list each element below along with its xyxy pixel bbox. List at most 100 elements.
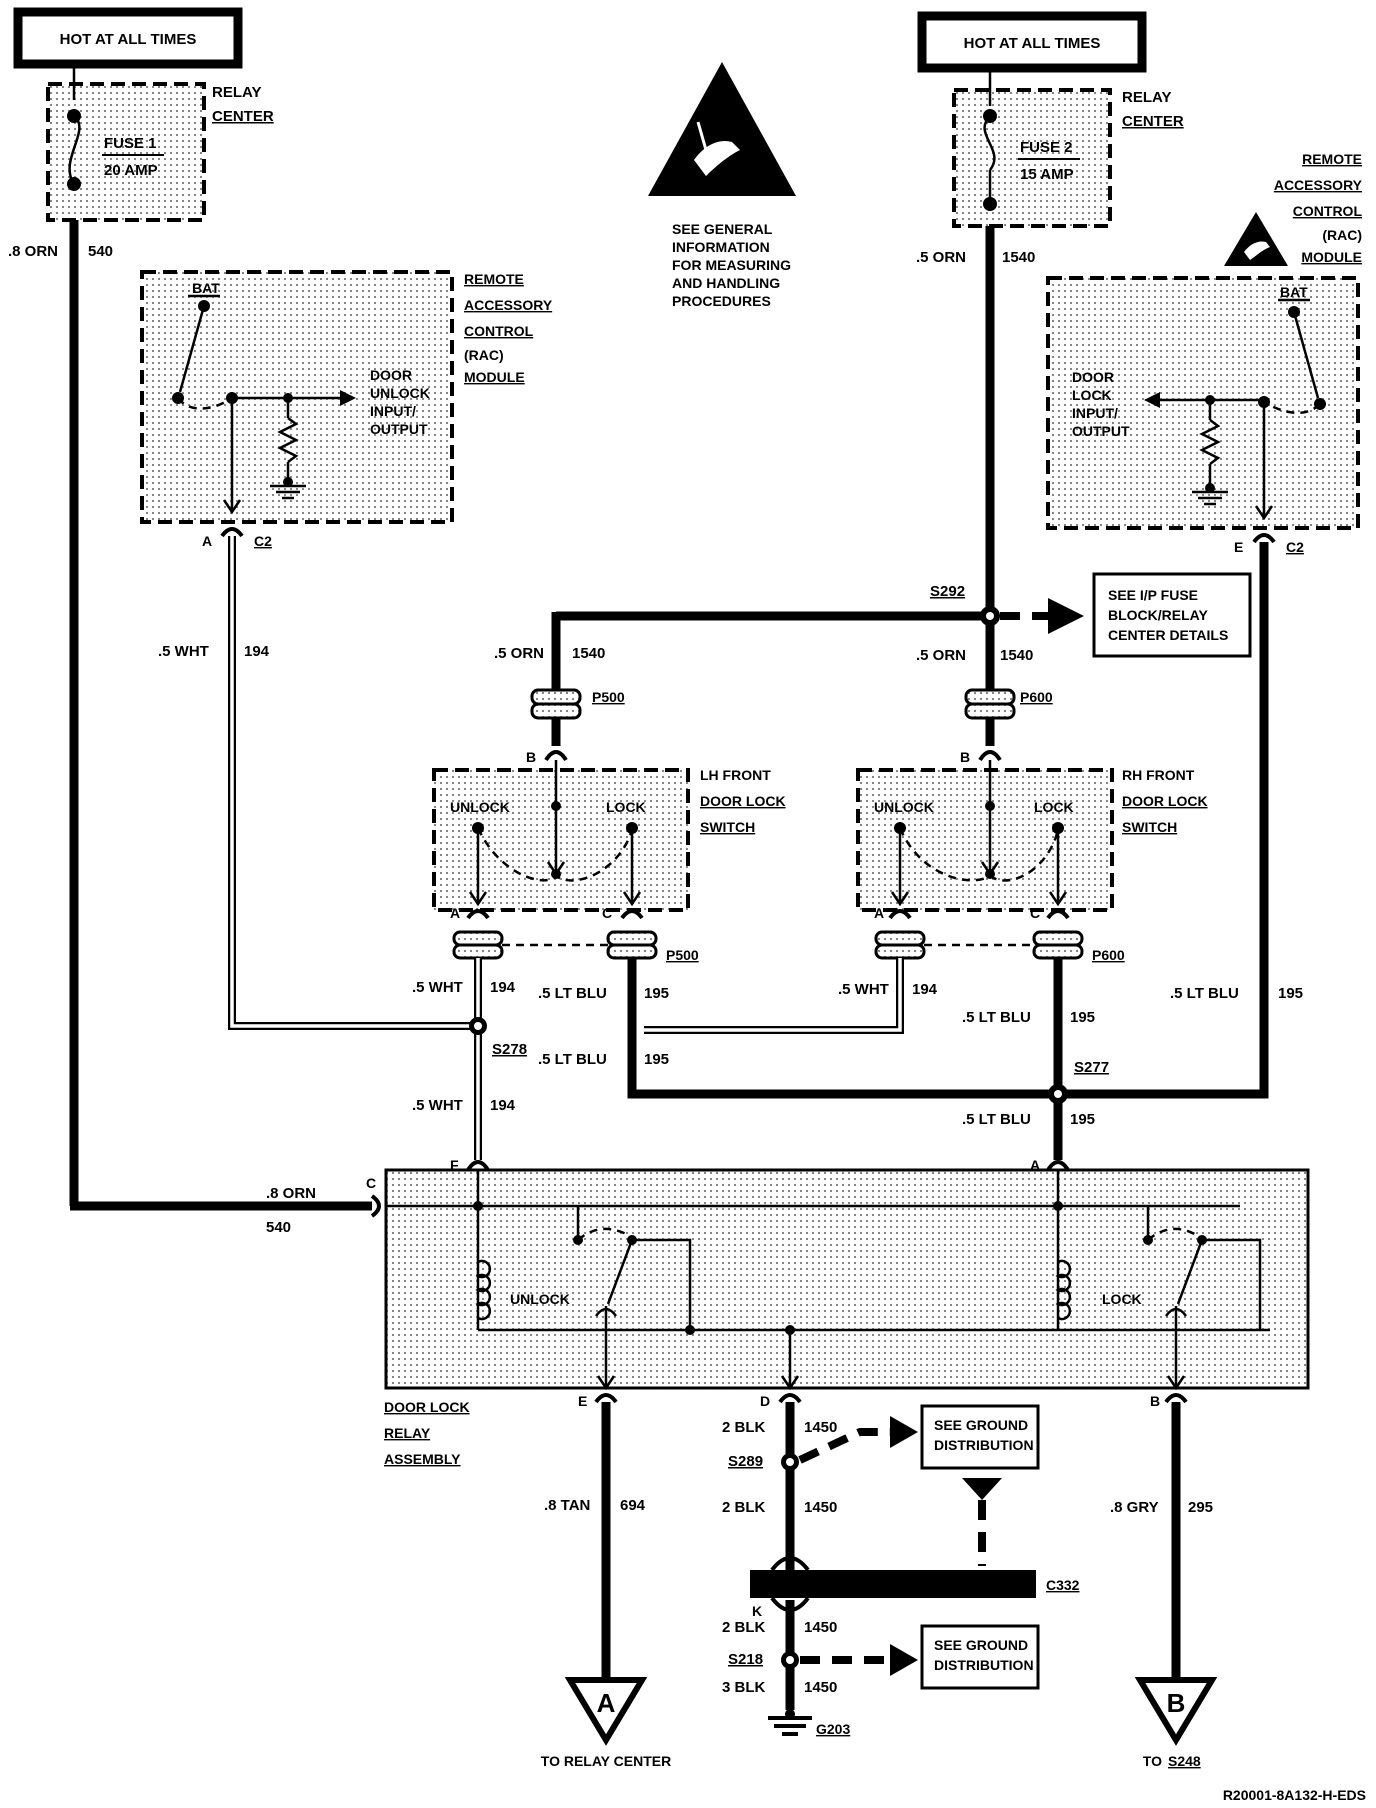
rac-left-title: REMOTE ACCESSORY CONTROL (RAC) MODULE — [464, 271, 553, 385]
rac-left-title-line: REMOTE — [464, 271, 524, 287]
lh-switch-pin-b: B — [526, 749, 536, 765]
wire-1540-color-rh: .5 ORN — [916, 647, 966, 664]
splice-s218-label: S218 — [728, 1651, 763, 1668]
wire-1450-color-4: 3 BLK — [722, 1679, 766, 1696]
wire-1540-num-rh: 1540 — [1000, 647, 1033, 664]
wire-540-num-top: 540 — [88, 243, 113, 260]
rh-switch-title-line: SWITCH — [1122, 819, 1177, 835]
esd-note: SEE GENERAL INFORMATION FOR MEASURING AN… — [672, 221, 791, 309]
connector-p600-label: P600 — [1020, 689, 1053, 705]
relay-title-line: RELAY — [384, 1425, 431, 1441]
ground-note-upper-line: SEE GROUND — [934, 1417, 1028, 1433]
wire-195-num-3: 195 — [1070, 1009, 1095, 1026]
esd-note-line: INFORMATION — [672, 239, 770, 255]
lh-switch-pin-c: C — [602, 905, 612, 921]
rh-door-lock-switch: UNLOCK LOCK — [856, 760, 1114, 912]
lh-switch-title: LH FRONT DOOR LOCK SWITCH — [700, 767, 786, 835]
relay-pin-f: F — [450, 1157, 459, 1173]
wire-195-color-4: .5 LT BLU — [1170, 985, 1239, 1002]
terminal-b: B — [1134, 1677, 1218, 1746]
rac-right-title-line: MODULE — [1301, 249, 1362, 265]
lh-switch-title-line: DOOR LOCK — [700, 793, 786, 809]
door-lock-relay-assembly: F A C UNLOCK LOCK — [366, 1157, 1310, 1404]
wire-194-color-3: .5 WHT — [412, 1097, 463, 1114]
ground-note-lower-line: SEE GROUND — [934, 1637, 1028, 1653]
wire-295-num: 295 — [1188, 1499, 1213, 1516]
wire-195-num-5: 195 — [1070, 1111, 1095, 1128]
esd-warning-icon — [648, 62, 796, 196]
connector-p500-bottom: P500 — [452, 930, 699, 963]
fuse-2-name: FUSE 2 — [1020, 139, 1073, 156]
ground-note-upper-line: DISTRIBUTION — [934, 1437, 1034, 1453]
rh-switch-lock: LOCK — [1034, 799, 1074, 815]
hot-label-right: HOT AT ALL TIMES — [917, 11, 1147, 73]
rh-switch-title-line: RH FRONT — [1122, 767, 1195, 783]
fuse-block-note-line: BLOCK/RELAY — [1108, 607, 1208, 623]
rac-right-title: REMOTE ACCESSORY CONTROL (RAC) MODULE — [1274, 151, 1363, 265]
connector-p500-label: P500 — [592, 689, 625, 705]
rac-left-conn: C2 — [254, 533, 272, 549]
rac-right-title-line: REMOTE — [1302, 151, 1362, 167]
rh-switch-title-line: DOOR LOCK — [1122, 793, 1208, 809]
wire-1540-num-top: 1540 — [1002, 249, 1035, 266]
diagram-id: R20001-8A132-H-EDS — [1223, 1787, 1366, 1803]
relay-unlock-label: UNLOCK — [510, 1291, 570, 1307]
relay-center-left-2: CENTER — [212, 108, 274, 125]
rh-switch-pin-a: A — [874, 905, 884, 921]
rac-right-title-line: CONTROL — [1293, 203, 1363, 219]
rac-left-pin: A — [202, 533, 212, 549]
wire-1450-color-2: 2 BLK — [722, 1499, 766, 1516]
wire-540-num-bottom: 540 — [266, 1219, 291, 1236]
splice-s278-label: S278 — [492, 1041, 527, 1058]
wire-540-color-top: .8 ORN — [8, 243, 58, 260]
lh-switch-unlock: UNLOCK — [450, 799, 510, 815]
wire-1450-color-1: 2 BLK — [722, 1419, 766, 1436]
terminal-a-letter: A — [597, 1688, 616, 1718]
relay-title-line: DOOR LOCK — [384, 1399, 470, 1415]
wire-194-num-1: 194 — [244, 643, 270, 660]
wire-195-color-2: .5 LT BLU — [538, 1051, 607, 1068]
connector-p500-bottom-label: P500 — [666, 947, 699, 963]
esd-note-line: PROCEDURES — [672, 293, 771, 309]
relay-pin-e: E — [578, 1393, 587, 1409]
fuse-block-note: SEE I/P FUSE BLOCK/RELAY CENTER DETAILS — [1092, 572, 1252, 658]
fuse-block-note-line: CENTER DETAILS — [1108, 627, 1228, 643]
wire-694-color: .8 TAN — [544, 1497, 590, 1514]
rac-right-io: DOOR — [1072, 369, 1114, 385]
rac-left-io: OUTPUT — [370, 421, 428, 437]
fuse-1-box: FUSE 1 20 AMP — [46, 64, 206, 222]
rh-switch-pin-b: B — [960, 749, 970, 765]
wire-1450-num-2: 1450 — [804, 1499, 837, 1516]
wire-195-num-2: 195 — [644, 1051, 669, 1068]
relay-assembly-title: DOOR LOCK RELAY ASSEMBLY — [384, 1399, 470, 1467]
connector-c332-label: C332 — [1046, 1577, 1080, 1593]
rh-switch-unlock: UNLOCK — [874, 799, 934, 815]
esd-note-line: AND HANDLING — [672, 275, 780, 291]
arrow-icon — [890, 1416, 918, 1448]
wire-194-color-2: .5 WHT — [412, 979, 463, 996]
splice-s277-label: S277 — [1074, 1059, 1109, 1076]
wire-194-num-2: 194 — [490, 979, 516, 996]
rac-right-io: OUTPUT — [1072, 423, 1130, 439]
rac-right-pin: E — [1234, 539, 1243, 555]
wire-195-num-4: 195 — [1278, 985, 1303, 1002]
rac-left-io: INPUT/ — [370, 403, 416, 419]
wire-1540-color-top: .5 ORN — [916, 249, 966, 266]
fuse-2-rating: 15 AMP — [1020, 166, 1074, 183]
rac-right-io: LOCK — [1072, 387, 1112, 403]
relay-pin-c: C — [366, 1175, 376, 1191]
lh-switch-title-line: SWITCH — [700, 819, 755, 835]
rac-right-bat: BAT — [1280, 284, 1308, 300]
terminal-a-label: TO RELAY CENTER — [541, 1753, 671, 1769]
lh-switch-lock: LOCK — [606, 799, 646, 815]
wire-1540-num-lh: 1540 — [572, 645, 605, 662]
ground-note-upper: SEE GROUND DISTRIBUTION — [920, 1404, 1040, 1470]
ground-note-lower-line: DISTRIBUTION — [934, 1657, 1034, 1673]
connector-c332: C332 K — [750, 1556, 1080, 1619]
rac-left-bat: BAT — [192, 280, 220, 296]
connector-p600-bottom-label: P600 — [1092, 947, 1125, 963]
relay-lock-label: LOCK — [1102, 1291, 1142, 1307]
wire-194-num-4: 194 — [912, 981, 938, 998]
connector-p500-top: P500 — [530, 688, 625, 720]
wire-694-num: 694 — [620, 1497, 646, 1514]
